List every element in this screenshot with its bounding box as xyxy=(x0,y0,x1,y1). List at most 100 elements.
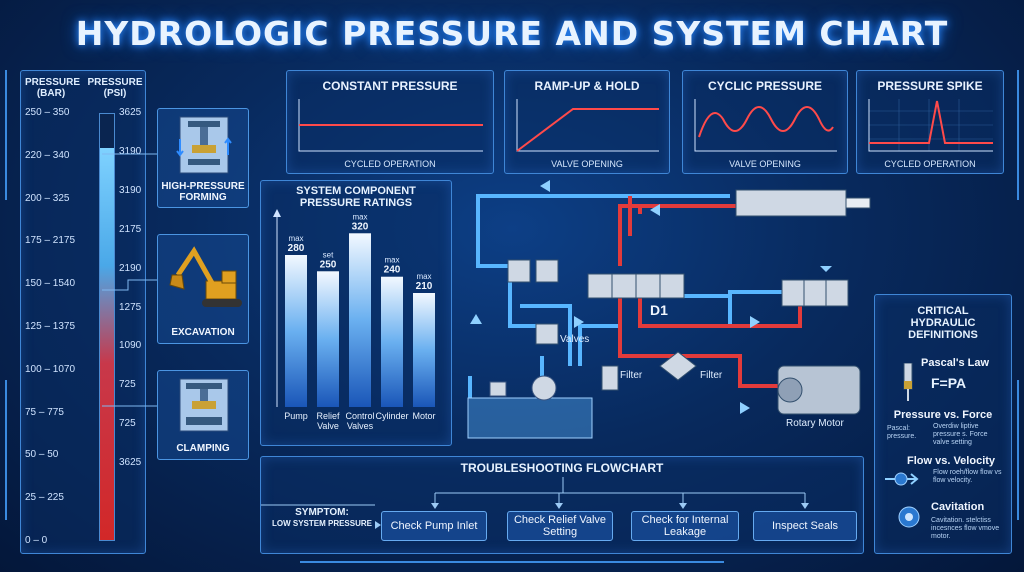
ratings-bar xyxy=(349,233,371,407)
motor-label: Rotary Motor xyxy=(786,418,844,429)
pressure-force-right: Overdiw liptive pressure s. Force valve … xyxy=(933,423,988,446)
gauge-tube xyxy=(99,113,115,541)
ratings-bar-tag: set xyxy=(323,250,334,259)
gauge-tick-left: 0 – 0 xyxy=(25,535,48,546)
pascal-title: Pascal's Law xyxy=(921,357,990,369)
definitions-title-line1: CRITICAL xyxy=(917,305,969,317)
gauge-tick-right: 725 xyxy=(119,379,136,391)
hydraulic-circuit xyxy=(467,180,871,439)
gauge-tick-right: 3625 xyxy=(119,107,142,118)
ratings-bar-category: Valve xyxy=(317,421,339,431)
d1-label: D1 xyxy=(650,302,668,318)
flowchart-step-inspect-seals: Inspect Seals xyxy=(753,511,857,541)
pressure-gauge-panel: PRESSURE (BAR) PRESSURE (PSI) 250 – 350 2… xyxy=(20,70,146,554)
gauge-tick-left: 50 – 50 xyxy=(25,449,59,461)
definitions-title-line3: DEFINITIONS xyxy=(908,329,978,341)
profile-caption: VALVE OPENING xyxy=(729,159,801,169)
gauge-connectors xyxy=(102,153,157,407)
flowchart-step-pump-inlet: Check Pump Inlet xyxy=(381,511,487,541)
pump-icon xyxy=(531,375,557,401)
ratings-title-line2: PRESSURE RATINGS xyxy=(299,197,413,209)
flowchart-step-relief-valve: Check Relief Valve Setting xyxy=(507,511,613,541)
flow-icon xyxy=(885,472,919,486)
filter-icon xyxy=(601,365,619,391)
flow-velocity-title: Flow vs. Velocity xyxy=(907,455,996,467)
application-label: CLAMPING xyxy=(176,443,230,454)
ratings-title-line1: SYSTEM COMPONENT xyxy=(296,185,416,197)
flowchart-title: TROUBLESHOOTING FLOWCHART xyxy=(460,461,664,475)
ratings-axis-arrow xyxy=(273,209,281,217)
ratings-bar xyxy=(381,276,403,407)
application-card-excavation: EXCAVATION xyxy=(157,234,249,344)
gauge-fill xyxy=(100,148,114,540)
ratings-bar-value: 210 xyxy=(416,281,433,292)
gauge-tick-left: 250 – 350 xyxy=(25,107,70,118)
application-label: EXCAVATION xyxy=(171,327,235,338)
gauge-tick-left: 150 – 1540 xyxy=(25,278,76,290)
profile-title: CONSTANT PRESSURE xyxy=(322,79,458,93)
pascal-formula: F=PA xyxy=(931,375,967,391)
filter-icon xyxy=(659,351,697,381)
ramp-pressure-plot xyxy=(516,99,659,152)
filter-label: Filter xyxy=(700,370,723,381)
valve-block-icon xyxy=(535,259,559,283)
application-card-clamping: CLAMPING xyxy=(157,370,249,460)
gauge-tick-right: 3190 xyxy=(119,184,142,196)
troubleshooting-panel: TROUBLESHOOTING FLOWCHART SYMPTOM: LOW S… xyxy=(260,456,864,554)
valve-block-icon xyxy=(507,259,531,283)
gauge-tick-left: 100 – 1070 xyxy=(25,363,76,375)
profile-ramp: RAMP-UP & HOLD VALVE OPENING xyxy=(504,70,670,174)
ratings-bar-category: Valves xyxy=(347,421,374,431)
ratings-title: SYSTEM COMPONENT PRESSURE RATINGS xyxy=(261,185,451,209)
bar-header: PRESSURE (BAR) xyxy=(25,77,81,99)
profile-spike: PRESSURE SPIKE CYCLED OPERATION xyxy=(856,70,1004,174)
ratings-bar-category: Control xyxy=(345,411,374,421)
ratings-bar xyxy=(285,255,307,407)
ratings-bar xyxy=(413,293,435,407)
flow-velocity-text: Flow roeh/flow flow vs flow velocity. xyxy=(933,469,1002,484)
ratings-bar-value: 320 xyxy=(352,221,369,232)
gauge-tick-left: 220 – 340 xyxy=(25,149,70,161)
ratings-bar-tag: max xyxy=(352,212,367,221)
profile-title: RAMP-UP & HOLD xyxy=(534,79,640,93)
cavitation-icon xyxy=(898,506,920,528)
cyclic-pressure-plot xyxy=(694,99,837,152)
pressure-force-title: Pressure vs. Force xyxy=(893,409,993,421)
profile-constant: CONSTANT PRESSURE CYCLED OPERATION xyxy=(286,70,494,174)
application-card-forming: HIGH-PRESSURE FORMING xyxy=(157,108,249,208)
ratings-bar-category: Relief xyxy=(316,411,340,421)
ratings-bar xyxy=(317,271,339,407)
symptom-label: SYMPTOM: xyxy=(295,507,349,518)
cavitation-text: Cavitation. stelctiss incesnces flow vmo… xyxy=(931,517,1000,540)
ratings-bar-category: Cylinder xyxy=(375,411,408,421)
application-label: HIGH-PRESSURE FORMING xyxy=(161,181,245,203)
definitions-title-line2: HYDRAULIC xyxy=(910,317,976,329)
excavator-icon xyxy=(169,246,242,307)
constant-pressure-plot xyxy=(298,99,483,152)
filter-label: Filter xyxy=(620,370,643,381)
psi-header: PRESSURE (PSI) xyxy=(87,77,143,99)
directional-valve-icon xyxy=(781,279,849,307)
ratings-bar-value: 240 xyxy=(384,265,401,276)
gauge-tick-right: 725 xyxy=(119,418,136,430)
page-title: HYDROLOGIC PRESSURE AND SYSTEM CHART xyxy=(75,14,949,53)
press-icon xyxy=(176,116,232,174)
ratings-bar-tag: max xyxy=(288,234,303,243)
symptom: SYMPTOM: LOW SYSTEM PRESSURE xyxy=(269,507,375,529)
gauge-tick-left: 75 – 775 xyxy=(25,406,64,418)
gauge-tick-left: 125 – 1375 xyxy=(25,321,76,332)
ratings-bar-value: 280 xyxy=(288,243,305,254)
profile-caption: CYCLED OPERATION xyxy=(344,159,436,169)
flowchart-connectors xyxy=(261,477,809,529)
profile-caption: CYCLED OPERATION xyxy=(884,159,976,169)
ratings-bar-category: Pump xyxy=(284,411,308,421)
gauge-tick-left: 200 – 325 xyxy=(25,192,70,204)
hydraulic-cylinder-icon xyxy=(735,189,847,217)
profile-title: CYCLIC PRESSURE xyxy=(707,79,823,93)
ratings-bar-value: 250 xyxy=(320,259,337,270)
gauge-tick-right: 1090 xyxy=(119,340,142,352)
definitions-panel: CRITICAL HYDRAULIC DEFINITIONS Pascal's … xyxy=(874,294,1012,554)
gauge-tick-left: 175 – 2175 xyxy=(25,235,76,247)
